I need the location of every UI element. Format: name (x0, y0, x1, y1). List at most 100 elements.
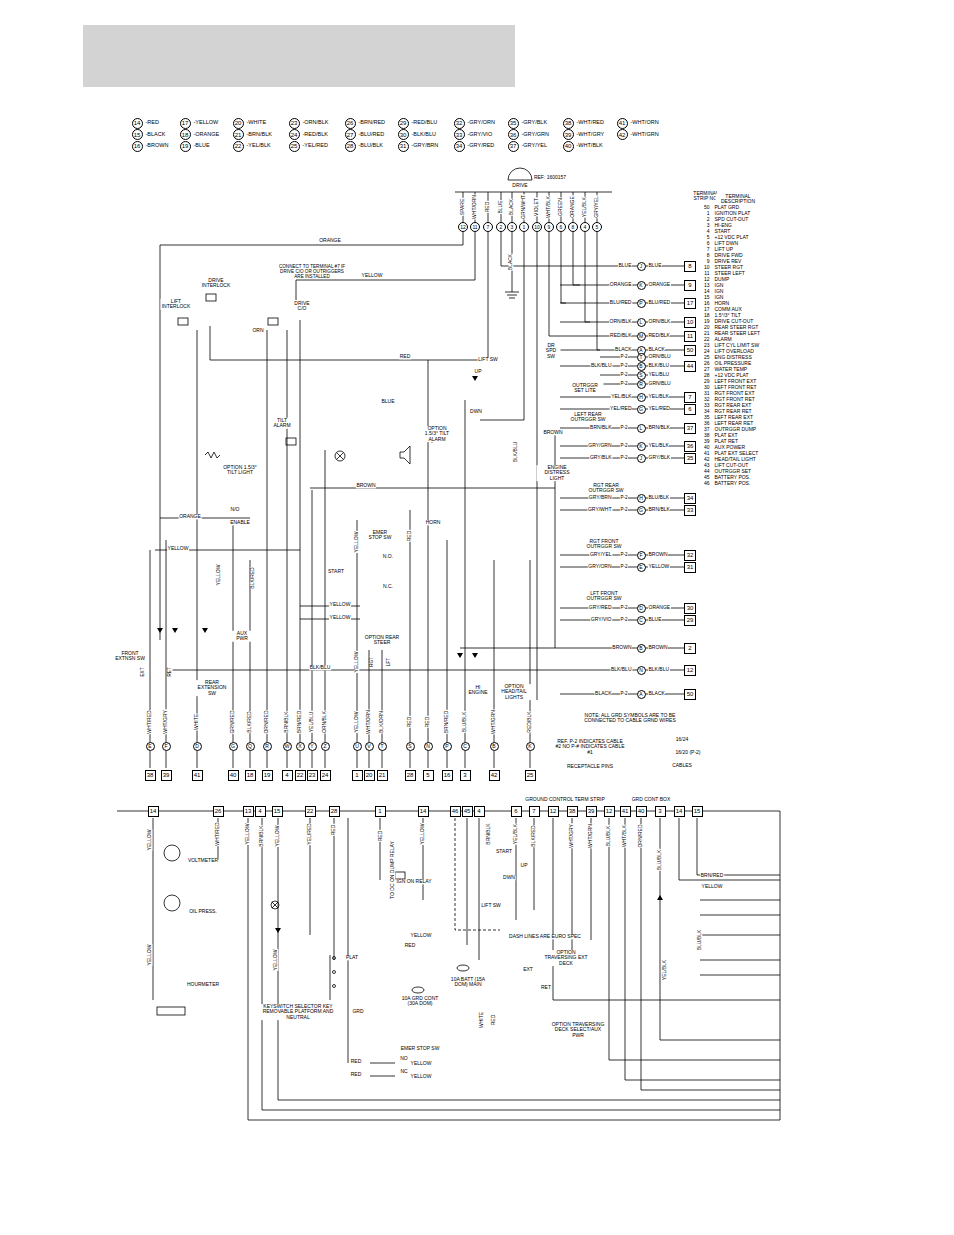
pin-circle: C (461, 742, 470, 751)
terminal-box: 31 (684, 562, 696, 573)
pin-number: 44 (687, 363, 694, 369)
schematic-label: 3 (706, 223, 710, 228)
terminal-box: 4 (255, 806, 266, 817)
schematic-label: N/O (230, 507, 240, 512)
pin-circle: 24 (289, 129, 300, 140)
schematic-label: LEFT REAR EXT (714, 415, 754, 420)
schematic-label: YEL/BLU (648, 372, 670, 377)
pin-circle: 1 (519, 222, 529, 232)
schematic-label: BLU/BLK (697, 929, 702, 951)
schematic-label: BLK/RED (531, 825, 536, 847)
pin-circle: G (637, 506, 646, 515)
pin-number: 6 (688, 406, 691, 412)
schematic-label: IGN ON RELAY (396, 879, 432, 884)
schematic-label: START (714, 229, 731, 234)
pin-circle: N (637, 666, 646, 675)
pin-number: F (164, 744, 167, 749)
schematic-label: ENABLE (230, 520, 251, 525)
pin-number: J (640, 264, 643, 269)
pin-circle: 19 (180, 141, 191, 152)
schematic-label: HORN (425, 520, 441, 525)
terminal-box: 38 (145, 770, 156, 781)
pin-circle: F (162, 742, 171, 751)
schematic-label: BATTERY POS. (714, 481, 751, 486)
schematic-label: -WHT/GRY (576, 132, 605, 138)
schematic-label: OPTION TRAVERSING EXT DECK (543, 950, 590, 966)
schematic-label: DRIVE CUT-OUT (714, 319, 754, 324)
pin-circle: 10 (532, 222, 542, 232)
schematic-label: GRD (352, 1009, 364, 1014)
schematic-label: BLK/RED (247, 711, 252, 733)
pin-number: 1 (355, 772, 358, 778)
terminal-box: 1 (352, 770, 363, 781)
schematic-label: WHT/RED (147, 710, 152, 734)
schematic-label: P-2 (620, 364, 628, 369)
schematic-label: BLK/RED (250, 567, 255, 589)
schematic-label: IGNITION PLAT (714, 211, 751, 216)
schematic-label: LIFT SW (478, 357, 499, 362)
pin-circle: C (637, 616, 646, 625)
schematic-label: WATER TEMP (714, 367, 748, 372)
schematic-label: -BLU/BLK (358, 143, 383, 149)
schematic-label: AUX PWR (232, 631, 253, 642)
terminal-box: 22 (295, 770, 306, 781)
schematic-label: WHT/ORN (366, 710, 371, 735)
schematic-label: EXT (523, 967, 534, 972)
schematic-label: SPARE (460, 198, 465, 216)
schematic-label: BRN/BLK (648, 507, 670, 512)
schematic-label: -RED/BLK (302, 132, 328, 138)
pin-circle: F (637, 551, 646, 560)
schematic-label: 37 (703, 427, 710, 432)
pin-number: 34 (687, 495, 694, 501)
schematic-label: -YEL/BLK (246, 143, 271, 149)
pin-number: 37 (687, 425, 694, 431)
pin-number: 7 (532, 808, 535, 814)
pin-number: B (639, 364, 642, 369)
schematic-label: 40 (703, 445, 710, 450)
pin-number: 24 (291, 132, 298, 138)
pin-circle: S (406, 742, 415, 751)
pin-circle: 25 (289, 141, 300, 152)
schematic-label: P-2 (620, 444, 628, 449)
pin-circle: 7 (483, 222, 493, 232)
pin-circle: 5 (592, 222, 602, 232)
pin-circle: K (637, 281, 646, 290)
pin-circle: 3 (507, 222, 517, 232)
schematic-label: -BLACK (145, 132, 166, 138)
terminal-box: 38 (567, 806, 578, 817)
pin-number: Z (323, 744, 326, 749)
schematic-label: GRY/GRN (588, 443, 612, 448)
schematic-label: WHITE (479, 1011, 484, 1028)
schematic-label: HORN (714, 301, 730, 306)
schematic-label: -GRY/RED (467, 143, 495, 149)
schematic-label: REAR STEER RGT (714, 325, 759, 330)
terminal-box: 15 (692, 806, 703, 817)
pin-number: 21 (379, 772, 386, 778)
schematic-label: 10 (703, 265, 710, 270)
schematic-label: RED (407, 530, 412, 542)
pin-circle: B (637, 362, 646, 371)
pin-circle: R (263, 742, 272, 751)
terminal-box: 14 (674, 806, 685, 817)
schematic-label: RGT (370, 657, 375, 668)
schematic-label: GRY/YEL (594, 196, 599, 219)
schematic-label: OUTRGGR DUMP (714, 427, 757, 432)
schematic-label: YELLOW (147, 829, 152, 851)
pin-number: 4 (285, 772, 288, 778)
pin-number: A (639, 348, 642, 353)
pin-number: 8 (688, 263, 691, 269)
pin-number: 41 (194, 772, 201, 778)
schematic-label: VOLTMETER (187, 858, 218, 863)
pin-circle: U (353, 742, 362, 751)
pin-number: 38 (569, 808, 576, 814)
schematic-label: RET (541, 985, 552, 990)
schematic-label: BLU/RED (648, 300, 671, 305)
schematic-label: YELLOW (648, 564, 670, 569)
schematic-label: WHT/GRY (163, 710, 168, 735)
pin-number: 3 (463, 772, 466, 778)
terminal-box: 5 (423, 770, 434, 781)
schematic-label: YELLOW (275, 825, 280, 847)
schematic-label: N.C. (383, 584, 394, 589)
schematic-label: 6 (706, 241, 710, 246)
pin-number: H (639, 496, 643, 501)
